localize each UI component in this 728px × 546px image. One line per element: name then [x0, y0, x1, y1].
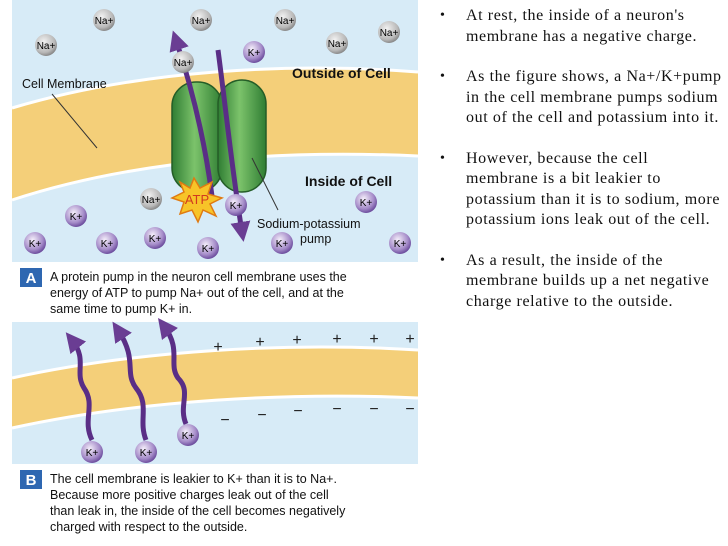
panel-a-caption-line1: A protein pump in the neuron cell membra…: [50, 270, 347, 284]
k-leak-arrow-3: [158, 317, 189, 425]
bullet-item: • At rest, the inside of a neuron's membr…: [438, 6, 722, 47]
svg-text:+: +: [292, 332, 301, 349]
cell-membrane-band-b: [12, 347, 418, 428]
bullet-list: • At rest, the inside of a neuron's membr…: [438, 6, 722, 332]
k-ion: K+: [197, 237, 219, 259]
na-ion: Na+: [326, 32, 348, 54]
positive-charges: + + + + + +: [213, 331, 414, 356]
bullet-text: At rest, the inside of a neuron's membra…: [466, 7, 698, 45]
svg-text:−: −: [257, 407, 266, 424]
panel-b-letter-box: [20, 470, 42, 489]
na-ion: Na+: [140, 188, 162, 210]
na-ion: Na+: [190, 9, 212, 31]
outside-of-cell-label: Outside of Cell: [292, 65, 391, 81]
panel-b-letter: B: [26, 472, 37, 489]
svg-text:+: +: [213, 339, 222, 356]
svg-text:Na+: Na+: [276, 16, 295, 27]
k-leak-arrow-1: [65, 332, 95, 442]
k-ion: K+: [243, 41, 265, 63]
pump-label-line2: pump: [300, 232, 331, 246]
na-ion: Na+: [172, 51, 194, 73]
panel-b: + + + + + + − − − − − − K+ K+ K+ B The c…: [11, 317, 419, 534]
svg-text:Na+: Na+: [142, 195, 161, 206]
svg-text:+: +: [405, 331, 414, 348]
k-ion: K+: [96, 232, 118, 254]
k-ion: K+: [24, 232, 46, 254]
svg-text:+: +: [369, 331, 378, 348]
na-ions: Na+ Na+ Na+ Na+ Na+ Na+ Na+ Na+: [35, 9, 400, 210]
svg-text:Na+: Na+: [37, 41, 56, 52]
bullet-dot-icon: •: [440, 69, 446, 84]
svg-text:K+: K+: [202, 244, 215, 255]
svg-text:K+: K+: [140, 448, 153, 459]
svg-text:K+: K+: [29, 239, 42, 250]
svg-text:Na+: Na+: [192, 16, 211, 27]
na-ion: Na+: [35, 34, 57, 56]
panel-a-letter-box: [20, 268, 42, 287]
inside-of-cell-label: Inside of Cell: [305, 173, 392, 189]
svg-text:+: +: [255, 334, 264, 351]
bullet-dot-icon: •: [440, 8, 446, 23]
k-ion: K+: [81, 441, 103, 463]
k-leak-arrow-2: [112, 321, 149, 441]
svg-text:K+: K+: [248, 48, 261, 59]
svg-text:−: −: [220, 412, 229, 429]
svg-text:Na+: Na+: [328, 39, 347, 50]
sodium-potassium-pump: [171, 79, 267, 193]
k-ion: K+: [177, 424, 199, 446]
bullet-dot-icon: •: [440, 252, 446, 268]
panel-b-caption-line2: Because more positive charges leak out o…: [50, 488, 329, 502]
cell-membrane-label: Cell Membrane: [22, 77, 107, 91]
svg-text:K+: K+: [182, 431, 195, 442]
k-ions-a: K+ K+ K+ K+ K+ K+ K+ K+ K+ K+: [24, 41, 411, 259]
svg-text:K+: K+: [70, 212, 83, 223]
panel-a: Cell Membrane Outside of Cell Inside of …: [11, 0, 419, 316]
svg-text:K+: K+: [276, 239, 289, 250]
svg-text:K+: K+: [149, 234, 162, 245]
bullet-item: • However, because the cell membrane is a…: [438, 149, 722, 231]
svg-text:Na+: Na+: [174, 58, 193, 69]
atp-label: ATP: [185, 192, 209, 207]
svg-text:K+: K+: [360, 198, 373, 209]
panel-a-letter: A: [26, 270, 37, 287]
svg-text:+: +: [332, 331, 341, 348]
svg-text:K+: K+: [86, 448, 99, 459]
svg-text:K+: K+: [230, 201, 243, 212]
na-ion: Na+: [378, 21, 400, 43]
svg-text:−: −: [369, 401, 378, 418]
bullet-dot-icon: •: [440, 150, 446, 166]
panel-b-caption-line1: The cell membrane is leakier to K+ than …: [50, 472, 337, 486]
svg-text:−: −: [293, 403, 302, 420]
panel-a-caption-line3: same time to pump K+ in.: [50, 302, 192, 316]
pump-label-line1: Sodium-potassium: [257, 217, 361, 231]
svg-text:Na+: Na+: [380, 28, 399, 39]
bullet-text: However, because the cell membrane is a …: [466, 149, 721, 229]
k-ions-b: K+ K+ K+: [81, 424, 199, 463]
na-ion: Na+: [274, 9, 296, 31]
svg-text:K+: K+: [101, 239, 114, 250]
panel-b-caption-line3: than leak in, the inside of the cell bec…: [50, 504, 346, 518]
panel-a-caption-line2: energy of ATP to pump Na+ out of the cel…: [50, 286, 344, 300]
panel-b-caption-line4: charged with respect to the outside.: [50, 520, 247, 534]
svg-text:−: −: [405, 401, 414, 418]
na-ion: Na+: [93, 9, 115, 31]
k-ion: K+: [225, 194, 247, 216]
k-ion: K+: [271, 232, 293, 254]
negative-charges: − − − − − −: [220, 401, 414, 429]
svg-text:Na+: Na+: [95, 16, 114, 27]
k-ion: K+: [144, 227, 166, 249]
k-ion: K+: [355, 191, 377, 213]
svg-text:−: −: [332, 401, 341, 418]
svg-text:K+: K+: [394, 239, 407, 250]
bullet-item: • As the figure shows, a Na+/K+pump in th…: [438, 67, 722, 129]
bullet-item: • As a result, the inside of the membrane…: [438, 251, 722, 313]
atp-burst: ATP: [170, 176, 225, 224]
bullet-text: As the figure shows, a Na+/K+pump in the…: [466, 68, 722, 126]
k-ion: K+: [135, 441, 157, 463]
sodium-potassium-pump-diagram: Cell Membrane Outside of Cell Inside of …: [11, 0, 419, 534]
bullet-text: As a result, the inside of the membrane …: [466, 251, 710, 310]
k-ion: K+: [65, 205, 87, 227]
k-ion: K+: [389, 232, 411, 254]
